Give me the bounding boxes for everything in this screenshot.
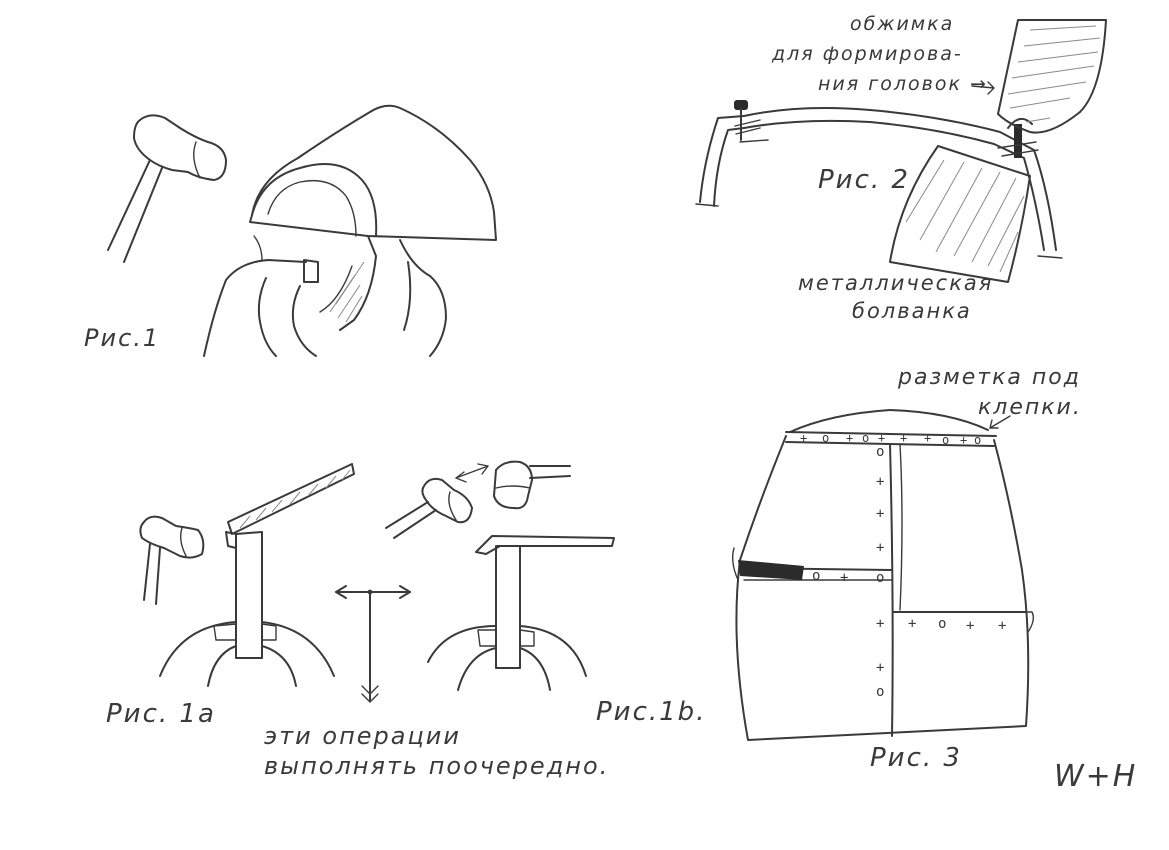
svg-text:+: + bbox=[900, 431, 907, 445]
figure-3: + o + o + + + o + o o + + + o + + o o + bbox=[731, 365, 1090, 773]
figure-2: Рис. 2 обжимка для формирова- ния голово… bbox=[695, 13, 1107, 323]
svg-text:+: + bbox=[876, 506, 884, 522]
svg-text:o: o bbox=[822, 431, 829, 445]
figure-1b-label: Рис.1b. bbox=[596, 697, 706, 727]
hammer-icon bbox=[107, 114, 227, 263]
svg-text:+: + bbox=[876, 540, 884, 556]
figure-1-label: Рис.1 bbox=[84, 324, 160, 352]
svg-text:+: + bbox=[878, 431, 885, 445]
alternation-arrow bbox=[335, 585, 411, 703]
hammer-icon bbox=[385, 477, 473, 539]
svg-text:+: + bbox=[876, 474, 884, 490]
svg-text:+: + bbox=[800, 431, 807, 445]
svg-text:+: + bbox=[846, 431, 853, 445]
hammer-icon bbox=[139, 515, 205, 605]
hammer-icon bbox=[493, 460, 571, 510]
hand-with-anvil bbox=[203, 235, 319, 357]
operations-note: эти операции выполнять поочередно. bbox=[264, 722, 609, 780]
dark-strap bbox=[738, 560, 804, 580]
svg-text:o: o bbox=[876, 444, 884, 460]
rivet-marks-top: + o + o + + + o + o bbox=[800, 431, 981, 447]
figure-1b: Рис.1b. bbox=[385, 460, 706, 727]
anvil-label: металлическая болванка bbox=[798, 271, 1002, 323]
helmet-dome bbox=[249, 104, 497, 357]
figure-2-label: Рис. 2 bbox=[818, 165, 910, 195]
svg-text:o: o bbox=[862, 431, 869, 445]
figure-1a: Рис. 1а bbox=[106, 463, 355, 729]
riveting-die bbox=[997, 19, 1107, 134]
svg-text:o: o bbox=[938, 616, 946, 632]
rivet-marks-left-seam: o + bbox=[812, 568, 848, 586]
svg-text:o: o bbox=[812, 568, 820, 584]
svg-text:+: + bbox=[924, 431, 931, 445]
svg-text:+: + bbox=[966, 618, 974, 634]
svg-text:+: + bbox=[960, 433, 967, 447]
rivet-marks-right-seam: + o + + bbox=[908, 616, 1006, 634]
figure-1a-label: Рис. 1а bbox=[106, 699, 216, 729]
rivet-right bbox=[997, 117, 1039, 158]
figure-1: Рис.1 bbox=[84, 104, 497, 357]
svg-text:o: o bbox=[876, 684, 884, 700]
svg-text:o: o bbox=[876, 570, 884, 586]
svg-text:+: + bbox=[876, 660, 884, 676]
metal-anvil bbox=[889, 145, 1031, 283]
rivet-marking-label: разметка под клепки. bbox=[897, 365, 1090, 420]
artist-signature: W+H bbox=[1054, 759, 1137, 794]
svg-text:o: o bbox=[942, 433, 949, 447]
figure-3-label: Рис. 3 bbox=[870, 743, 962, 773]
svg-text:+: + bbox=[876, 616, 884, 632]
die-label: обжимка для формирова- ния головок → bbox=[771, 13, 988, 95]
rivet-marks-vertical: o + + + o + + o bbox=[876, 444, 884, 700]
rivet-left bbox=[734, 100, 769, 143]
svg-text:+: + bbox=[998, 618, 1006, 634]
svg-text:o: o bbox=[974, 433, 981, 447]
svg-text:+: + bbox=[840, 570, 848, 586]
svg-text:+: + bbox=[908, 616, 916, 632]
